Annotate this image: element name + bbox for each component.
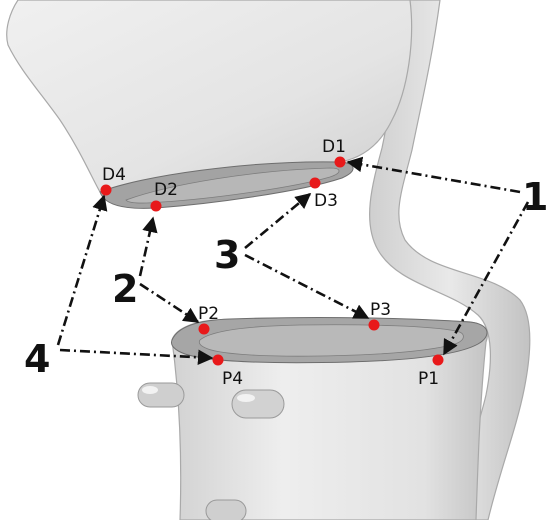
arrow-3-to-P3 [245,255,368,318]
pair-label-4: 4 [24,337,50,381]
marker-D3 [310,178,321,189]
pin-left [138,383,184,407]
label-D2: D2 [154,180,178,200]
label-P1: P1 [418,369,439,389]
label-P3: P3 [370,300,391,320]
pair-label-3: 3 [214,233,240,277]
arrow-2-to-D2 [140,218,153,276]
arrow-3-to-D3 [245,194,310,248]
label-D3: D3 [314,191,338,211]
marker-D4 [101,185,112,196]
label-P4: P4 [222,369,243,389]
label-D4: D4 [102,165,126,185]
marker-P1 [433,355,444,366]
arrow-2-to-P2 [140,284,198,322]
marker-P2 [199,324,210,335]
label-P2: P2 [198,304,219,324]
label-D1: D1 [322,137,346,157]
arrow-4-to-D4 [58,196,104,345]
pair-label-1: 1 [522,175,548,219]
marker-P3 [369,320,380,331]
marker-D2 [151,201,162,212]
pin-right [232,390,284,418]
pin-bottom [206,500,246,520]
pair-label-2: 2 [112,267,138,311]
marker-P4 [213,355,224,366]
marker-D1 [335,157,346,168]
